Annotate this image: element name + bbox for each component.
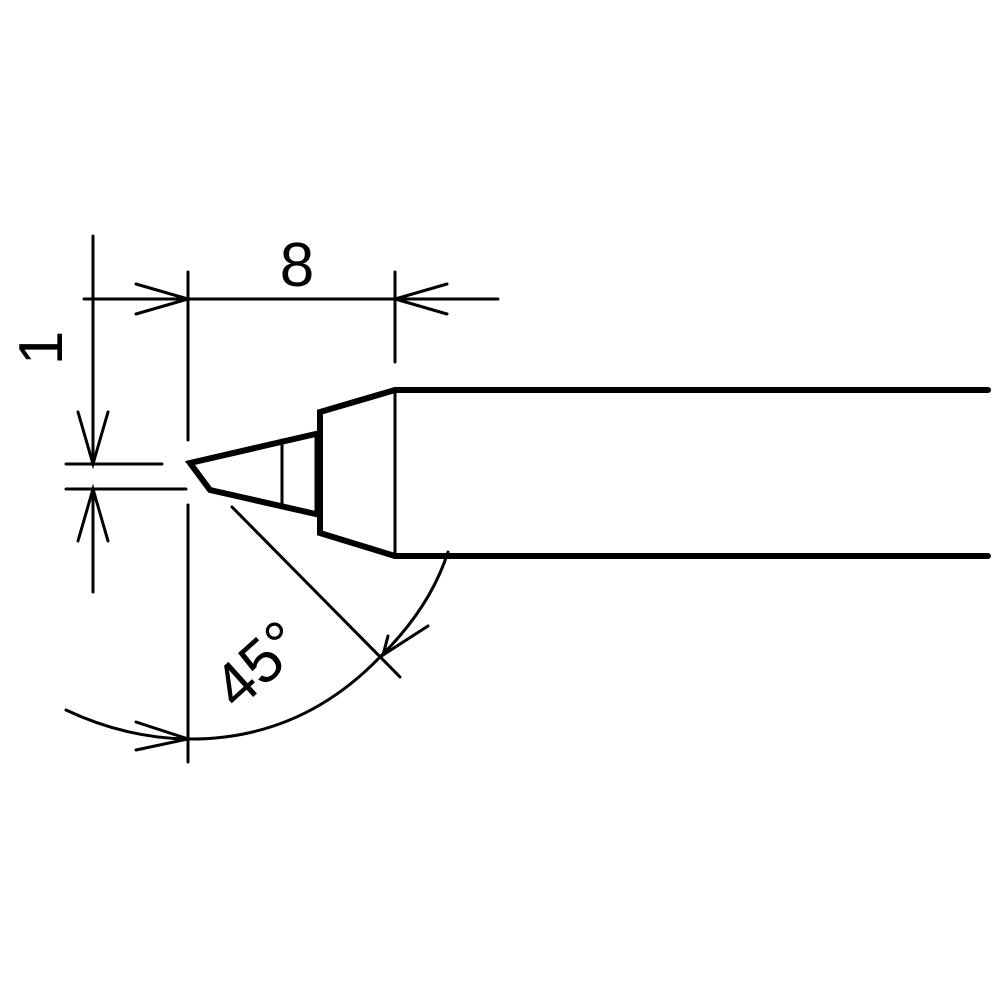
length-label: 8	[280, 231, 314, 300]
length-dimension: 8	[82, 231, 500, 442]
width-label: 1	[7, 331, 76, 365]
angle-dimension: 45°	[64, 503, 450, 764]
cone-outline	[184, 430, 323, 518]
angle-arc	[64, 550, 450, 741]
tip-outline	[184, 387, 991, 559]
length-arrow-right	[389, 282, 449, 316]
taper-bottom	[317, 512, 398, 559]
length-arrow-left	[134, 282, 194, 316]
taper-top	[317, 387, 398, 436]
angle-arrow-right	[380, 624, 430, 659]
width-dimension: 1	[7, 234, 188, 594]
width-arrow-bottom	[76, 483, 110, 543]
angle-arrow-left	[134, 720, 194, 752]
angle-label: 45°	[200, 608, 316, 722]
angle-extension-diagonal	[230, 505, 402, 679]
width-arrow-top	[76, 410, 110, 470]
